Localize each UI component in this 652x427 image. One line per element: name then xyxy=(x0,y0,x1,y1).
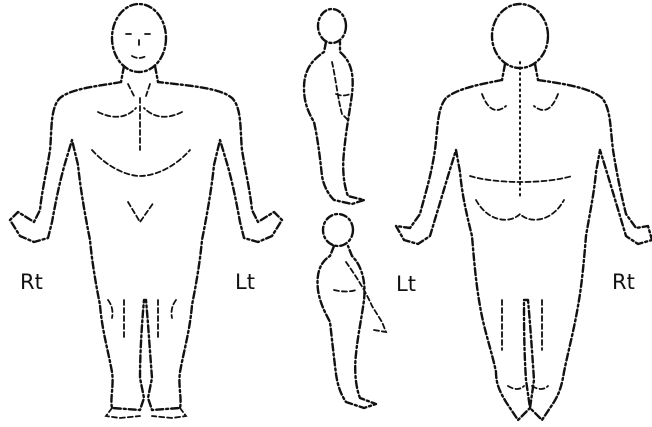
front-right-side-label: Rt xyxy=(20,272,43,293)
front-body-outline xyxy=(10,82,282,410)
side-upper-head xyxy=(318,9,346,43)
front-face xyxy=(126,34,153,58)
back-knees xyxy=(502,300,542,350)
side-lower-head xyxy=(323,214,353,246)
side-lower-torso xyxy=(334,290,356,292)
front-head xyxy=(112,4,166,72)
side-lower-body-outline xyxy=(318,246,377,408)
side-lower-arm xyxy=(346,262,386,332)
side-upper-arm xyxy=(332,62,348,120)
back-body-figure xyxy=(396,4,652,420)
front-body-figure xyxy=(10,4,282,418)
side-body-figure-upper xyxy=(304,9,364,204)
back-body-outline xyxy=(396,80,652,420)
front-left-side-label: Lt xyxy=(235,272,255,293)
front-ribs xyxy=(92,150,190,176)
back-left-side-label: Lt xyxy=(396,274,416,295)
back-buttocks xyxy=(476,200,564,220)
back-right-side-label: Rt xyxy=(612,272,635,293)
side-body-figure-lower xyxy=(318,214,387,408)
front-pelvis xyxy=(128,202,154,222)
side-upper-body-outline xyxy=(304,42,364,204)
front-chest xyxy=(98,84,182,150)
side-upper-torso xyxy=(336,94,350,96)
back-head xyxy=(492,4,548,68)
